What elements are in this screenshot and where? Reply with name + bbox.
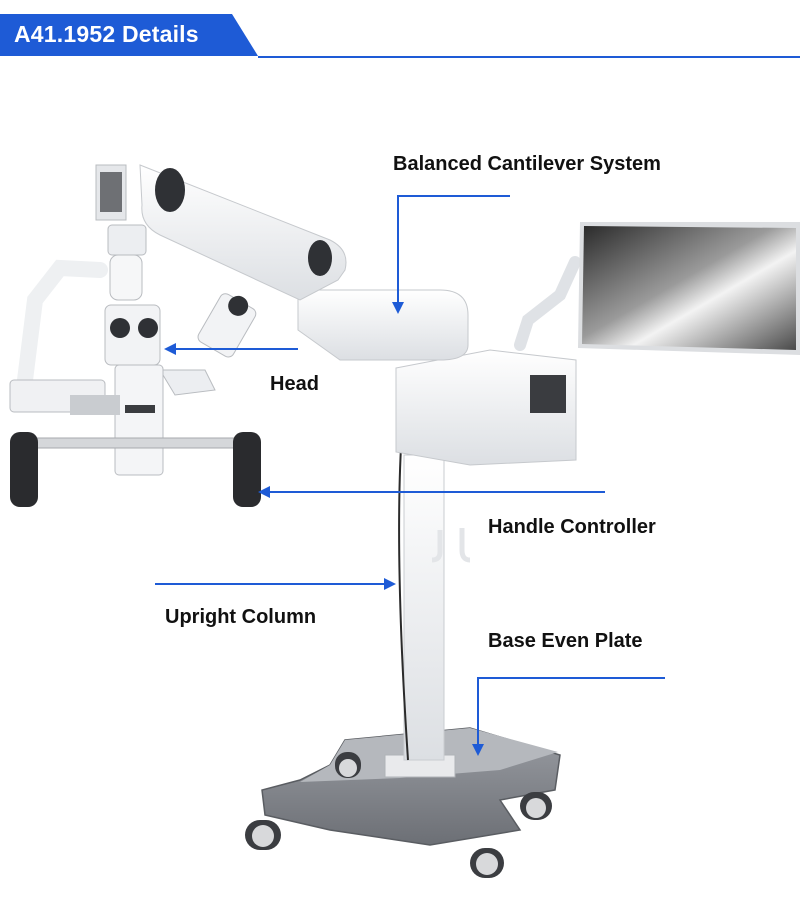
upright-column bbox=[398, 429, 471, 761]
page-title: A41.1952 Details bbox=[14, 21, 199, 47]
monitor bbox=[514, 222, 800, 355]
microscope-head bbox=[9, 224, 261, 507]
base-arrow bbox=[477, 677, 665, 748]
cantilever-arrow bbox=[397, 195, 510, 306]
caster-wheels bbox=[245, 752, 552, 878]
label-cantilever-system: Balanced Cantilever System bbox=[393, 153, 661, 175]
label-upright-column: Upright Column bbox=[165, 606, 317, 628]
header-divider bbox=[258, 56, 800, 58]
cantilever-arm bbox=[95, 164, 469, 361]
label-base-even-plate: Base Even Plate bbox=[488, 630, 643, 652]
label-head: Head bbox=[270, 373, 319, 395]
header-banner bbox=[0, 14, 258, 56]
control-box bbox=[395, 349, 577, 466]
annotation-arrows bbox=[155, 195, 665, 756]
label-handle-controller: Handle Controller bbox=[488, 516, 656, 538]
